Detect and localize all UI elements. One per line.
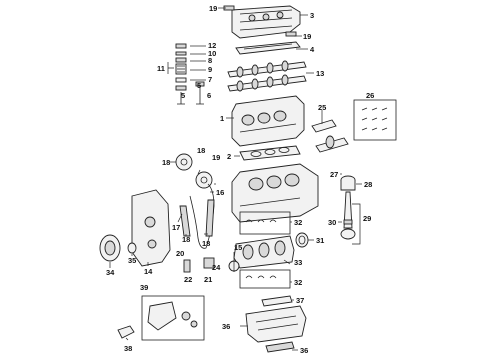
oil-pump-assembly — [141, 295, 205, 341]
callout-3: 3 — [310, 11, 314, 20]
engine-block — [231, 163, 319, 223]
callout-25: 25 — [318, 103, 326, 112]
main-bearings — [239, 211, 291, 289]
callout-9: 9 — [208, 65, 212, 74]
callout-19b: 19 — [303, 32, 311, 41]
callout-13: 13 — [316, 69, 324, 78]
piston-rod-assembly — [340, 175, 356, 240]
callout-19a: 19 — [209, 4, 217, 13]
oil-pan — [245, 305, 307, 353]
callout-1: 1 — [220, 114, 224, 123]
cam-sprockets — [175, 153, 213, 189]
cover-bolts — [223, 5, 297, 37]
leader-lines — [109, 7, 362, 351]
callout-37: 37 — [296, 296, 304, 305]
callout-16: 16 — [216, 188, 224, 197]
callout-28: 28 — [364, 180, 372, 189]
timing-cover — [131, 189, 171, 267]
callout-24: 24 — [212, 263, 221, 272]
cylinder-head — [231, 95, 305, 147]
oil-control-valve — [311, 119, 349, 153]
callout-21: 20 — [176, 249, 184, 258]
callout-5a: 5 — [181, 91, 185, 100]
callout-20b: 19 — [212, 153, 220, 162]
valve-cover — [231, 5, 301, 39]
callout-8: 8 — [208, 56, 212, 65]
timing-chain — [179, 183, 215, 249]
camshafts — [227, 60, 307, 92]
callout-18b: 18 — [182, 235, 190, 244]
bolt-kit — [353, 99, 397, 141]
callout-29: 29 — [363, 214, 371, 223]
valve-cover-gasket — [235, 41, 301, 55]
callout-15: 15 — [234, 243, 242, 252]
callout-39: 39 — [140, 283, 148, 292]
callout-32b: 32 — [294, 278, 302, 287]
callout-34: 34 — [106, 268, 115, 277]
callout-36a: 36 — [222, 322, 230, 331]
callout-17: 17 — [172, 223, 180, 232]
oil-pickup — [117, 325, 135, 339]
rear-main-seal — [295, 232, 309, 248]
callout-23: 21 — [204, 275, 212, 284]
callout-labels: 19 3 19 4 12 10 8 9 11 7 13 5 5 6 1 25 2… — [106, 4, 374, 355]
callout-31: 31 — [316, 236, 324, 245]
callout-4: 4 — [310, 45, 315, 54]
callout-2: 2 — [227, 152, 231, 161]
callout-18c: 18 — [202, 239, 210, 248]
callout-33: 33 — [294, 258, 302, 267]
callout-11: 11 — [157, 64, 165, 73]
callout-7: 7 — [208, 75, 212, 84]
callout-36b: 36 — [300, 346, 308, 355]
callout-14: 14 — [144, 267, 153, 276]
valve-train-parts — [175, 43, 205, 105]
callout-5b: 5 — [197, 81, 201, 90]
callout-6: 6 — [207, 91, 211, 100]
callout-38: 38 — [124, 344, 132, 353]
callout-26: 26 — [366, 91, 374, 100]
callout-27: 27 — [330, 170, 338, 179]
crank-pulley — [99, 234, 137, 262]
callout-10: 10 — [208, 49, 216, 58]
oil-pan-baffle — [261, 295, 293, 307]
callout-32a: 32 — [294, 218, 302, 227]
callout-35: 35 — [128, 256, 136, 265]
callout-22: 22 — [184, 275, 192, 284]
callout-20a: 18 — [162, 158, 170, 167]
crankshaft — [233, 235, 295, 269]
callout-18a: 18 — [197, 146, 205, 155]
head-gasket — [239, 145, 301, 161]
callout-12: 12 — [208, 41, 216, 50]
callout-30: 30 — [328, 218, 336, 227]
